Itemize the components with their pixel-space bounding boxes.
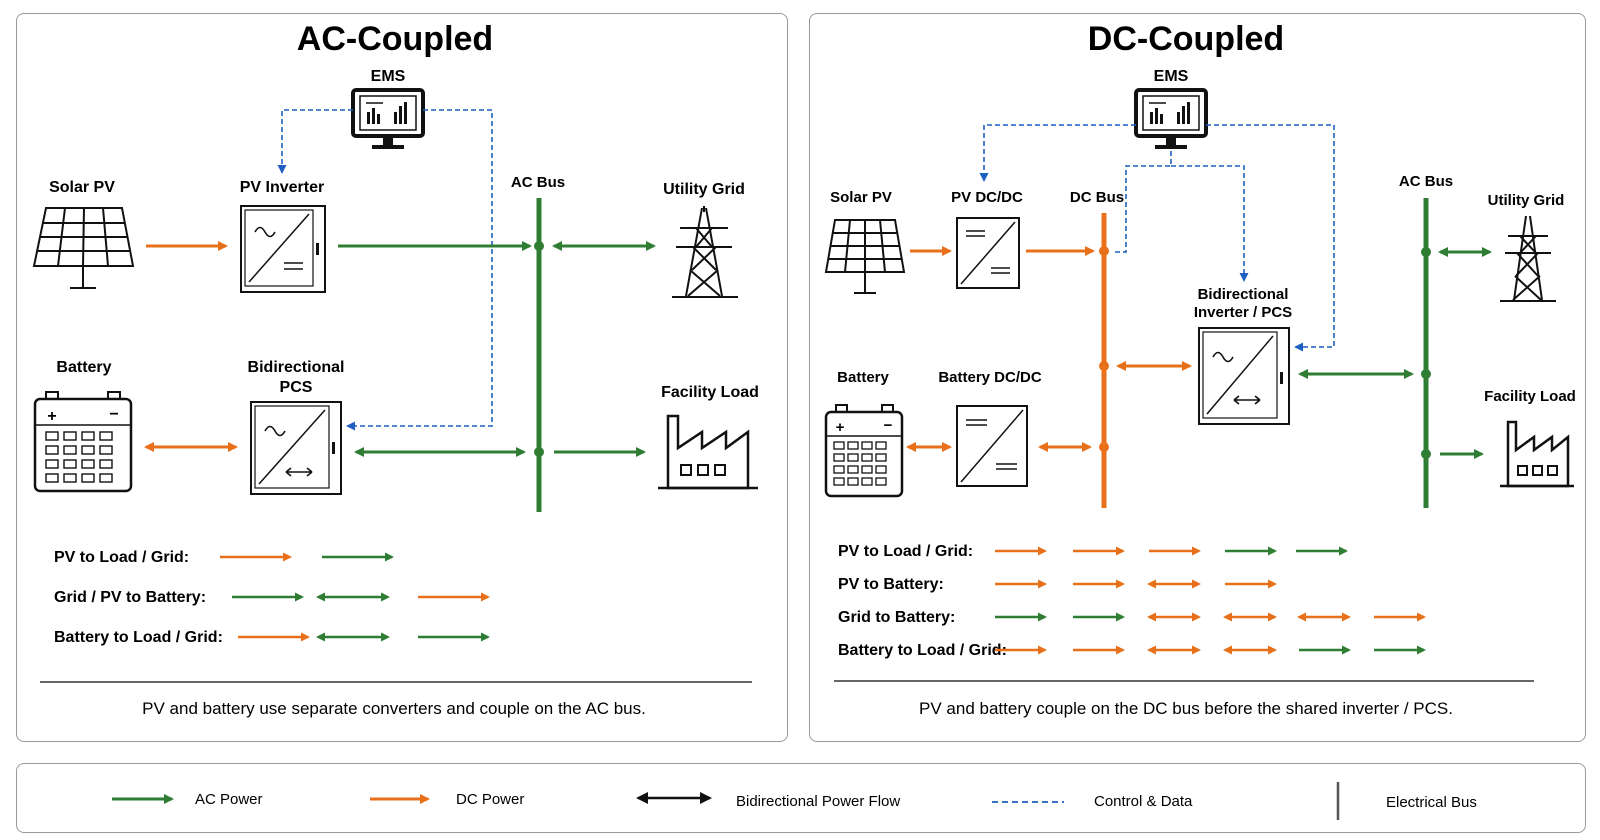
svg-text:+: + <box>836 419 845 436</box>
ac-caption: PV and battery use separate converters a… <box>142 699 646 718</box>
dc-grid-label: Utility Grid <box>1488 192 1565 209</box>
ac-control-line-pcs <box>346 109 493 431</box>
ac-bidirectional-pcs-icon <box>250 401 342 495</box>
dc-flow-list: PV to Load / Grid: PV to Battery: Grid to … <box>838 543 1426 659</box>
ac-bus-node <box>534 241 544 251</box>
ac-solar-label: Solar PV <box>49 179 115 196</box>
legend-dc-label: DC Power <box>456 791 524 808</box>
dc-bus-node <box>1099 442 1109 452</box>
dc-solar-label: Solar PV <box>830 189 892 206</box>
ac-solar-panel-icon <box>32 207 135 289</box>
dc-control-line-bus <box>1112 151 1172 253</box>
dc-pcs-label-1: Bidirectional <box>1198 286 1289 303</box>
ac-inverter-label: PV Inverter <box>240 179 324 196</box>
dc-solar-panel-icon <box>824 219 906 294</box>
dc-battery-label: Battery <box>837 369 889 386</box>
dc-ems-monitor-icon <box>1134 88 1208 149</box>
dc-flow-label: Grid to Battery: <box>838 609 955 626</box>
dc-bus-node <box>1099 246 1109 256</box>
ac-flow-label: Battery to Load / Grid: <box>54 629 223 646</box>
dc-control-line-pcs-top <box>1171 165 1249 282</box>
dc-transmission-tower-icon <box>1500 215 1556 302</box>
dc-pcs-label-2: Inverter / PCS <box>1194 304 1292 321</box>
ac-ems-monitor-icon <box>351 88 425 149</box>
legend-panel <box>16 763 1586 833</box>
dc-title: DC-Coupled <box>1088 20 1284 58</box>
dc-flow-label: Battery to Load / Grid: <box>838 642 1007 659</box>
ac-pcs-label-1: Bidirectional <box>248 359 345 376</box>
ac-battery-label: Battery <box>56 359 111 376</box>
ac-flow-label: PV to Load / Grid: <box>54 549 189 566</box>
ac-flow-list: PV to Load / Grid: Grid / PV to Battery: B… <box>54 549 490 646</box>
svg-text:+: + <box>47 408 56 425</box>
svg-text:−: − <box>109 406 118 423</box>
legend-ac-label: AC Power <box>195 791 263 808</box>
ac-pv-inverter-icon <box>240 205 326 293</box>
ac-pcs-label-2: PCS <box>280 379 313 396</box>
ac-flow-label: Grid / PV to Battery: <box>54 589 206 606</box>
dc-caption: PV and battery couple on the DC bus befo… <box>919 699 1453 718</box>
legend-bidirectional-label: Bidirectional Power Flow <box>736 793 900 810</box>
dc-bus-label: DC Bus <box>1070 189 1124 206</box>
dc-pv-dcdc-label: PV DC/DC <box>951 189 1023 206</box>
dc-ac-bus-node <box>1421 449 1431 459</box>
dc-control-line-pv-dcdc <box>979 124 1136 182</box>
ac-control-line-inverter <box>277 109 353 174</box>
dc-ac-bus-node <box>1421 369 1431 379</box>
dc-factory-icon <box>1500 420 1574 488</box>
dc-battery-dcdc-label: Battery DC/DC <box>938 369 1042 386</box>
dc-load-label: Facility Load <box>1484 388 1576 405</box>
ac-grid-label: Utility Grid <box>663 181 745 198</box>
ac-battery-icon: + − <box>33 391 133 493</box>
dc-ac-bus-node <box>1421 247 1431 257</box>
legend-control-label: Control & Data <box>1094 793 1193 810</box>
ac-load-label: Facility Load <box>661 384 759 401</box>
dc-ac-bus-label: AC Bus <box>1399 173 1453 190</box>
ac-bus-label: AC Bus <box>511 174 565 191</box>
dc-bidirectional-pcs-icon <box>1198 327 1290 425</box>
ac-bus-node <box>534 447 544 457</box>
dc-control-line-pcs <box>1206 124 1335 352</box>
dc-ems-label: EMS <box>1154 68 1189 85</box>
dc-pv-dcdc-converter-icon <box>956 217 1020 289</box>
dc-battery-dcdc-converter-icon <box>956 405 1028 487</box>
ac-title: AC-Coupled <box>297 20 493 58</box>
ac-factory-icon <box>658 414 758 490</box>
ac-ems-label: EMS <box>371 68 406 85</box>
svg-text:−: − <box>884 417 893 434</box>
dc-flow-label: PV to Load / Grid: <box>838 543 973 560</box>
legend-bus-label: Electrical Bus <box>1386 794 1477 811</box>
dc-flow-label: PV to Battery: <box>838 576 944 593</box>
dc-bus-node <box>1099 361 1109 371</box>
dc-battery-icon: + − <box>824 404 904 498</box>
ac-transmission-tower-icon <box>672 206 738 298</box>
